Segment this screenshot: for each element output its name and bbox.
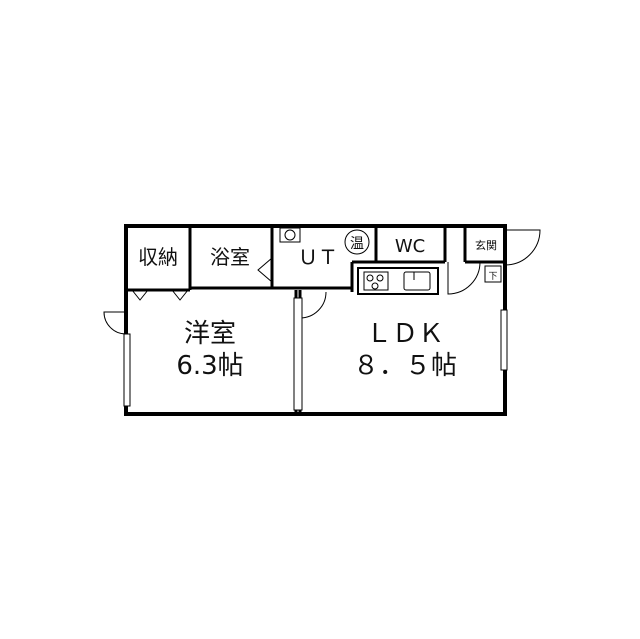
doors	[103, 229, 541, 335]
room-toilet-label: WC	[395, 236, 425, 257]
fixtures	[279, 227, 502, 283]
room-storage-label: 収納	[138, 245, 178, 269]
shoe-box-label: 下	[488, 272, 497, 282]
room-ldk-size: ８．５帖	[353, 351, 457, 381]
room-western-size: 6.3帖	[176, 351, 243, 381]
kitchen-counter	[357, 267, 439, 295]
room-bath-label: 浴室	[210, 245, 250, 269]
room-entrance-label: 玄関	[475, 238, 497, 252]
room-utility-label: ＵＴ	[298, 245, 338, 269]
room-ldk-name: ＬＤＫ	[366, 319, 444, 349]
water-heater-label: 温	[350, 236, 364, 252]
windows	[123, 297, 508, 411]
room-western-name: 洋室	[184, 319, 236, 349]
